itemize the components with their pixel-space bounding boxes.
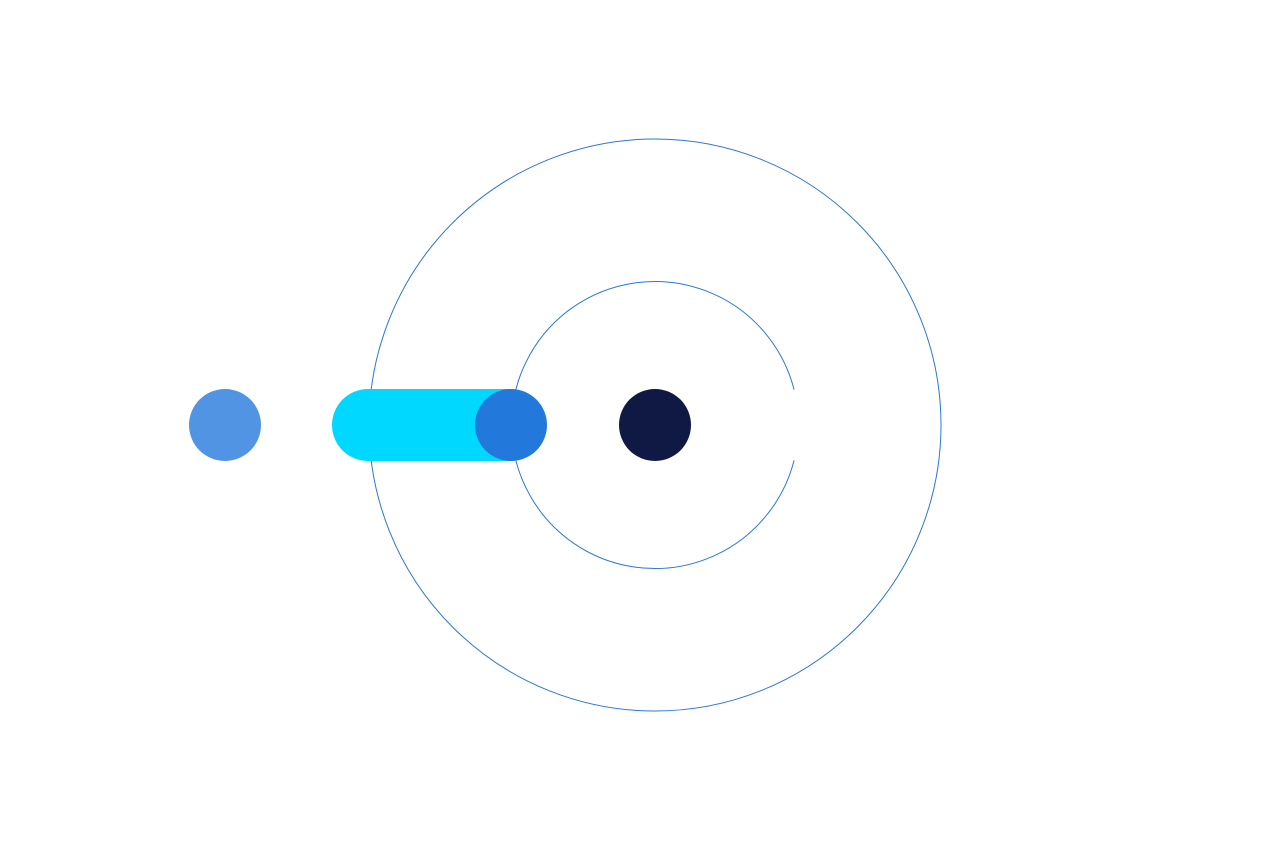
center-dot — [619, 389, 691, 461]
outer-dot — [189, 389, 261, 461]
pill-knob — [475, 389, 547, 461]
